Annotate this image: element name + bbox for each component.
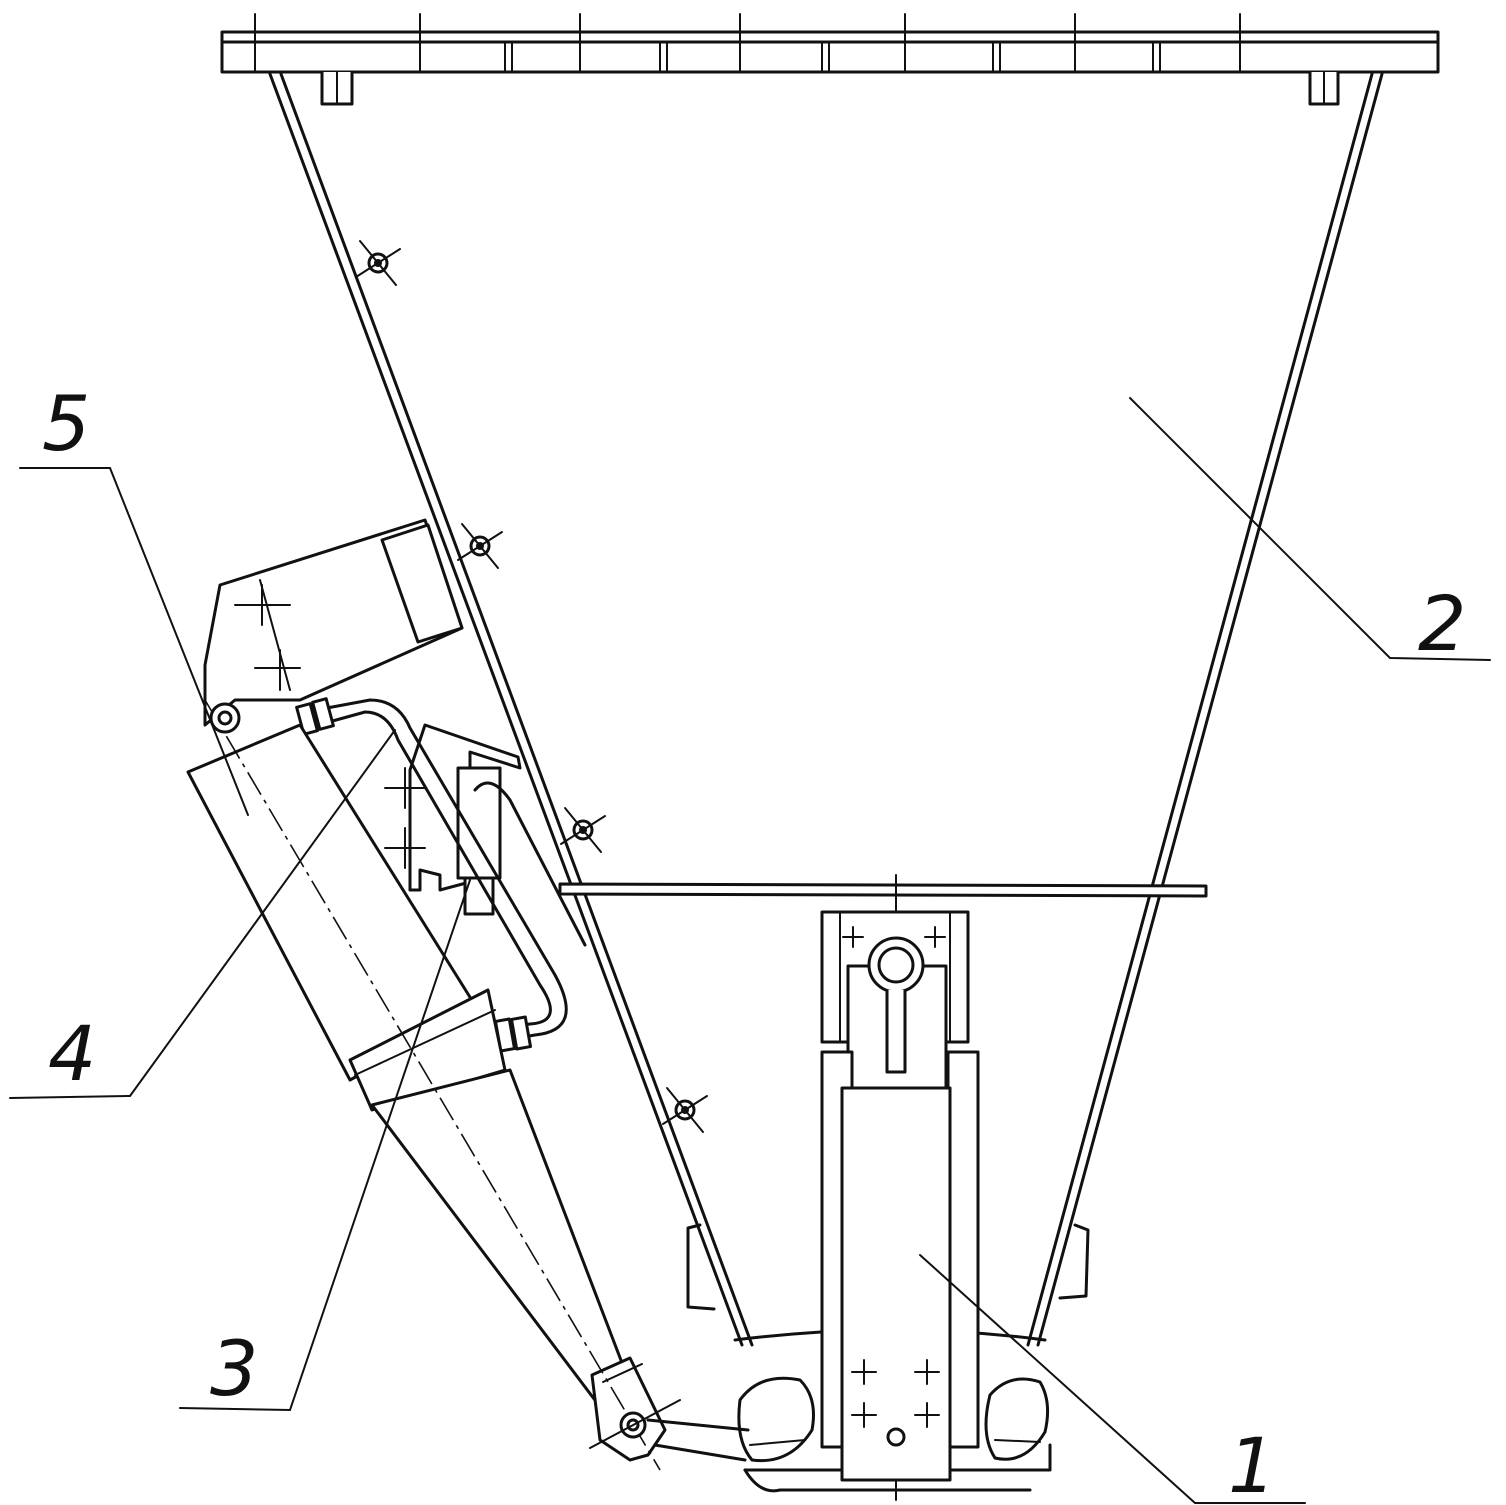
cylinder-mount-bracket xyxy=(203,518,464,727)
top-flange-beam xyxy=(220,13,1440,106)
callout-4: 4 xyxy=(48,1009,96,1098)
callout-2: 2 xyxy=(1418,579,1466,668)
wall-studs xyxy=(355,240,708,1133)
gate-mechanism xyxy=(737,874,1050,1501)
callout-3: 3 xyxy=(210,1324,258,1413)
callout-5: 5 xyxy=(42,379,90,468)
hydraulic-hose xyxy=(295,697,587,1053)
hopper-body xyxy=(268,72,1384,1493)
leader-lines xyxy=(9,397,1491,1504)
hydraulic-cylinder xyxy=(186,699,750,1471)
callout-1: 1 xyxy=(1228,1421,1276,1505)
